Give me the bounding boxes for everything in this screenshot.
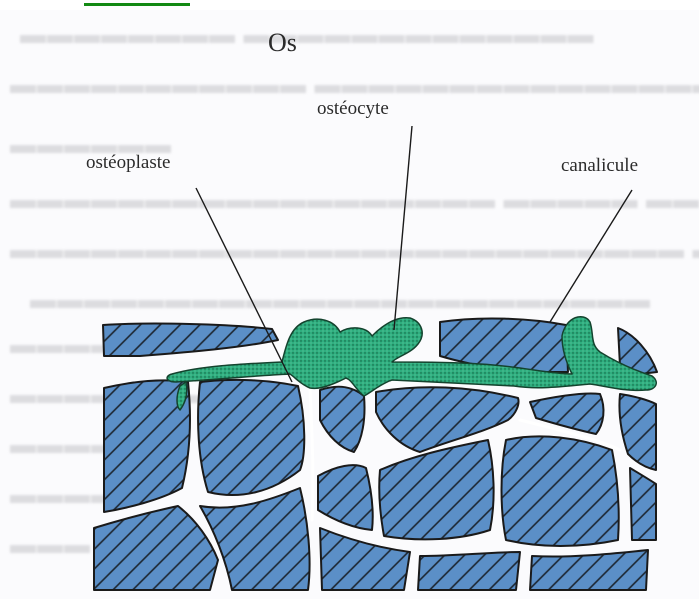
matrix-block [379,440,493,539]
matrix-block [376,387,519,452]
leader-canalicule [550,190,632,322]
matrix-block [94,506,218,590]
leader-osteoplaste [196,188,292,382]
matrix-block [200,488,310,590]
canaliculus-gap [310,390,313,520]
matrix-block [530,393,603,434]
matrix-block [630,468,656,540]
matrix-block [198,380,304,495]
matrix-block [320,387,365,452]
leader-osteocyte [394,126,412,330]
matrix-block [103,324,278,356]
matrix-block [418,552,520,590]
matrix-block [318,465,373,530]
matrix-block [502,436,619,546]
matrix-block [619,394,656,470]
matrix-block [530,550,648,590]
